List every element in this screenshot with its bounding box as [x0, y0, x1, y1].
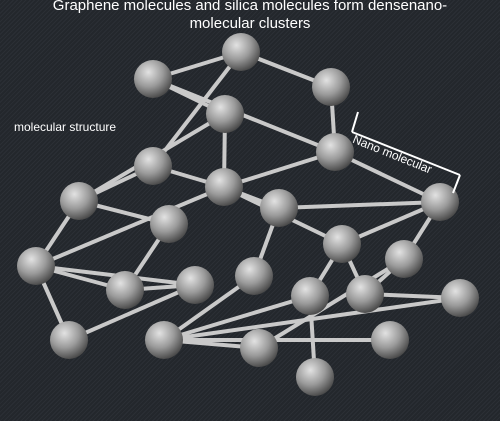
- atom-10: [260, 189, 298, 227]
- atom-13: [385, 240, 423, 278]
- bond-8-10: [277, 200, 442, 210]
- atom-20: [145, 321, 183, 359]
- atom-17: [291, 277, 329, 315]
- atom-9: [150, 205, 188, 243]
- atom-18: [346, 275, 384, 313]
- atom-21: [240, 329, 278, 367]
- atom-6: [60, 182, 98, 220]
- atom-15: [176, 266, 214, 304]
- bond-15-19: [67, 283, 197, 342]
- atom-7: [205, 168, 243, 206]
- atom-22: [371, 321, 409, 359]
- title-line-2: molecular clusters: [189, 15, 311, 32]
- bond-17-20: [162, 294, 312, 342]
- bond-13-21: [257, 257, 406, 350]
- atom-12: [17, 247, 55, 285]
- atom-23: [441, 279, 479, 317]
- atom-4: [134, 147, 172, 185]
- atom-11: [323, 225, 361, 263]
- nano-bracket: [351, 111, 461, 194]
- bond-5-8: [333, 150, 442, 204]
- atom-24: [296, 358, 334, 396]
- bond-7-12: [34, 185, 226, 268]
- atom-0: [222, 33, 260, 71]
- diagram-title: Graphene molecules and silica molecules …: [0, 0, 500, 33]
- atom-5: [316, 133, 354, 171]
- atom-1: [134, 60, 172, 98]
- atoms-layer: [17, 33, 479, 396]
- title-line-1: Graphene molecules and silica molecules …: [52, 0, 448, 14]
- molecular-structure-label: molecular structure: [14, 120, 117, 134]
- bond-5-7: [222, 150, 337, 189]
- bond-1-5: [151, 77, 337, 154]
- atom-16: [235, 257, 273, 295]
- atom-8: [421, 183, 459, 221]
- atom-19: [50, 321, 88, 359]
- bond-20-23: [162, 296, 462, 342]
- atom-14: [106, 271, 144, 309]
- atom-2: [312, 68, 350, 106]
- atom-3: [206, 95, 244, 133]
